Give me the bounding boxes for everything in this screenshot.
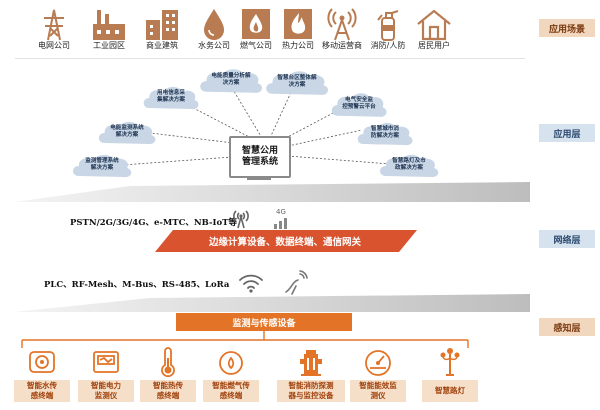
device-bracket [21,330,469,348]
monitor-stand [247,176,271,180]
heat-flame-icon [278,6,318,42]
scenario-label: 移动运营商 [322,41,362,50]
device-item: 智慧路灯 [422,346,478,402]
device-item: 智能燃气传 感终端 [203,346,259,402]
perception-title-box [176,313,352,331]
layer-label-perception: 感知层 [539,318,595,336]
divider [15,58,525,59]
device-label-text: 智能燃气传 感终端 [212,381,250,400]
wifi-icon [238,272,264,294]
street-lamp-icon [434,346,466,378]
water-meter-icon [26,346,58,378]
device-label-text: 智能热传 感终端 [153,381,183,400]
device-label-text: 智能电力 监测仪 [91,381,121,400]
solution-text: 智慧路灯及市 政解决方案 [392,158,426,171]
device-label-text: 智能消防探测 器与监控设备 [288,381,334,400]
scenario-label: 工业园区 [93,41,125,50]
wireless-signal-icon [282,270,308,296]
solution-text: 用电信息采 集解决方案 [157,90,185,103]
commercial-building-icon [142,6,182,42]
layer-plane [14,182,530,202]
perception-title: 监测与传感设备 [232,318,296,329]
4g-text: 4G [276,208,286,216]
device-label-text: 智慧路灯 [435,386,465,395]
4g-icon: 4G [271,206,293,230]
device-label: 智能燃气传 感终端 [203,380,259,402]
antenna-icon [229,205,253,229]
scenario-label: 水务公司 [198,41,230,50]
device-label: 智能电力 监测仪 [78,380,134,402]
fire-extinguisher-icon [368,6,408,42]
gas-flame-icon [236,6,276,42]
solution-text: 监测管理系统 解决方案 [85,158,119,171]
scenario-label: 商业建筑 [146,41,178,50]
device-label: 智能水传 感终端 [14,380,70,402]
water-drop-icon [194,6,234,42]
scenario-label: 热力公司 [282,41,314,50]
device-item: 智能热传 感终端 [140,346,196,402]
device-label-text: 智能水传 感终端 [27,381,57,400]
power-tower-icon [34,6,74,42]
solution-text: 智慧城市消 防解决方案 [371,126,399,139]
factory-icon [89,6,129,42]
central-system: 智慧公用 管理系统 [229,136,291,182]
gas-meter-icon [215,346,247,378]
signal-tower-icon [322,6,362,42]
central-system-label: 智慧公用 管理系统 [241,146,278,167]
device-label: 智能热传 感终端 [140,380,196,402]
device-label: 智慧路灯 [422,380,478,402]
protocols-bottom: PLC、RF-Mesh、M-Bus、RS-485、LoRa [44,280,230,290]
device-label: 智能消防探测 器与监控设备 [277,380,345,402]
protocols-top: PSTN/2G/3G/4G、e-MTC、NB-IoT等 [70,218,238,228]
solution-text: 智慧台区整体解 决方案 [277,75,317,88]
thermometer-icon [152,346,184,378]
scenario-label: 燃气公司 [240,41,272,50]
device-label-text: 智能能效监 测仪 [359,381,397,400]
fire-hydrant-icon [295,346,327,378]
layer-label-network: 网络层 [539,230,595,248]
scenario-label: 电网公司 [38,41,70,50]
solution-cloud: 电能监测系统 解决方案 [95,117,159,147]
solution-text: 电气安全监 控预警云平台 [342,97,376,110]
layer-label-application: 应用层 [539,124,595,142]
power-monitor-icon [90,346,122,378]
monitor-screen: 智慧公用 管理系统 [229,136,291,178]
device-item: 智能水传 感终端 [14,346,70,402]
device-item: 智能消防探测 器与监控设备 [277,346,345,402]
house-icon [414,6,454,42]
solution-cloud: 智慧城市消 防解决方案 [354,118,416,148]
solution-cloud: 智慧路灯及市 政解决方案 [376,150,442,180]
solution-cloud: 用电信息采 集解决方案 [140,82,202,112]
gateway-bar-shape [155,230,417,252]
gauge-icon [362,346,394,378]
device-item: 智能能效监 测仪 [350,346,406,402]
device-item: 智能电力 监测仪 [78,346,134,402]
solution-text: 电能质量分析解 决方案 [211,73,251,86]
layer-label-scenario: 应用场景 [539,19,595,37]
solution-cloud: 智慧台区整体解 决方案 [262,66,332,98]
device-label: 智能能效监 测仪 [350,380,406,402]
scenario-label: 消防/人防 [370,41,406,50]
gateway-bar-label: 边缘计算设备、数据终端、通信网关 [208,237,361,248]
solution-cloud: 电能质量分析解 决方案 [196,64,266,96]
solution-cloud: 监测管理系统 解决方案 [69,150,135,180]
solution-text: 电能监测系统 解决方案 [110,125,144,138]
layer-plane [14,294,530,312]
solution-cloud: 电气安全监 控预警云平台 [328,88,390,120]
scenario-label: 居民用户 [418,41,450,50]
